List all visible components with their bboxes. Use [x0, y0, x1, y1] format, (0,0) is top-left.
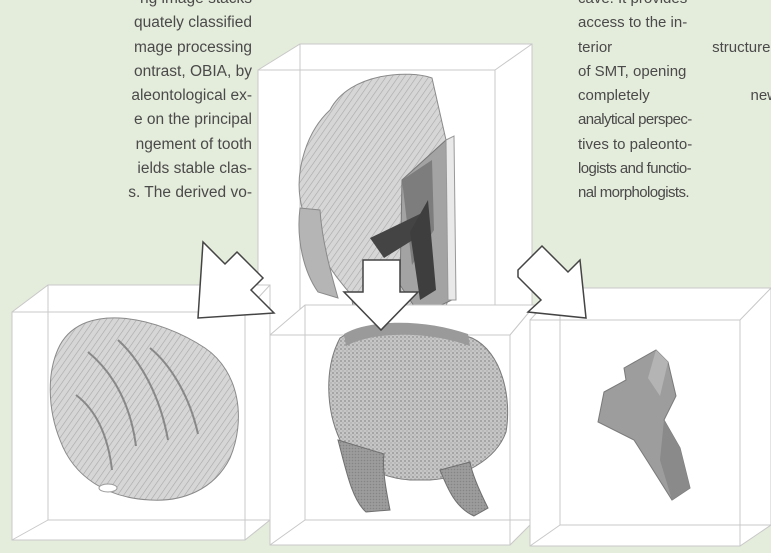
- pulp-cavity-render: [530, 288, 771, 546]
- enamel-cap-render: [12, 285, 270, 540]
- dentine-core-render: [270, 305, 535, 545]
